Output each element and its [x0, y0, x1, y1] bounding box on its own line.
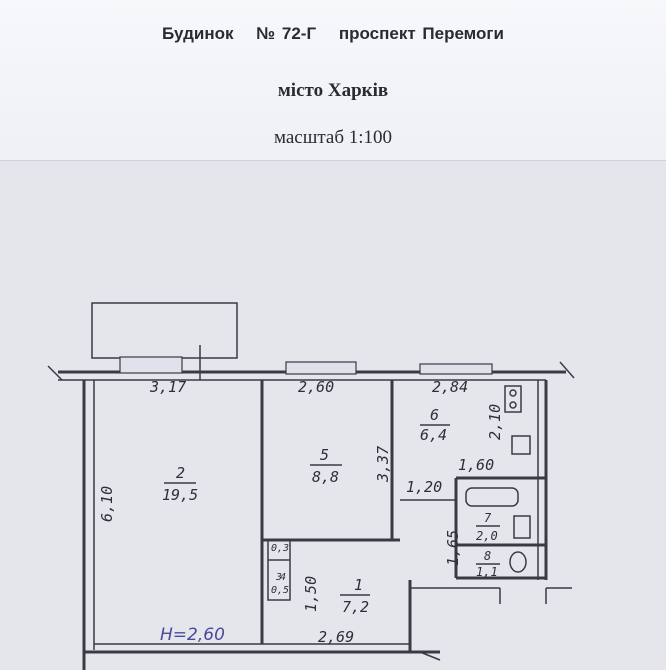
dim-room2-width: 3,17 [149, 378, 186, 396]
room-1-number: 1 [354, 576, 363, 594]
dim-room6-width: 2,84 [432, 378, 468, 396]
sink-bath [513, 515, 531, 539]
dim-room5-height: 3,37 [374, 446, 392, 483]
window-room5 [285, 361, 357, 375]
document-header: Будинок № 72-Г проспект Перемоги місто Х… [0, 0, 666, 161]
closet-3-4 [267, 539, 291, 601]
room-5-number: 5 [320, 446, 329, 464]
ceiling-height-note: H=2,60 [160, 625, 225, 645]
room-2-area: 19,5 [162, 486, 198, 504]
room-7-area: 2,0 [476, 529, 498, 543]
room-4-number: 4 [280, 572, 286, 583]
room-8-number: 8 [484, 549, 491, 563]
window-room2 [119, 356, 183, 374]
dim-hall-height: 1,50 [302, 576, 320, 612]
room-4-label: 0,5 [271, 585, 289, 596]
window-room6 [419, 363, 493, 375]
room-3-number: 3 [275, 572, 282, 583]
room-1-area: 7,2 [342, 598, 369, 616]
room-6-number: 6 [430, 406, 439, 424]
dim-bath-width: 1,60 [458, 456, 494, 474]
city-name: місто Харків [277, 80, 389, 101]
address-line: Будинок № 72-Г проспект Перемоги [0, 24, 666, 44]
toilet [509, 551, 527, 573]
dim-room2-height: 6,10 [98, 486, 116, 522]
dim-bath-height: 1,65 [444, 530, 462, 566]
room-5-area: 8,8 [312, 468, 339, 486]
room-7-number: 7 [484, 511, 492, 525]
room-6-area: 6,4 [420, 426, 447, 444]
bathtub [465, 487, 519, 507]
room-2-number: 2 [176, 464, 185, 482]
building-label: Будинок [162, 24, 234, 43]
room-3-label: 0,3 [271, 543, 289, 554]
scale-label: масштаб 1:100 [273, 127, 393, 148]
dim-room6-height: 2,10 [486, 404, 504, 440]
dim-hall-width: 2,69 [318, 628, 354, 646]
street-name: проспект Перемоги [338, 24, 504, 43]
stove [504, 385, 522, 413]
building-number: № 72-Г [256, 24, 317, 43]
dim-corridor-width: 1,20 [406, 478, 442, 496]
kitchen-sink [511, 435, 531, 455]
dim-room5-width: 2,60 [298, 378, 334, 396]
balcony [91, 302, 238, 359]
room-8-area: 1,1 [476, 565, 498, 579]
